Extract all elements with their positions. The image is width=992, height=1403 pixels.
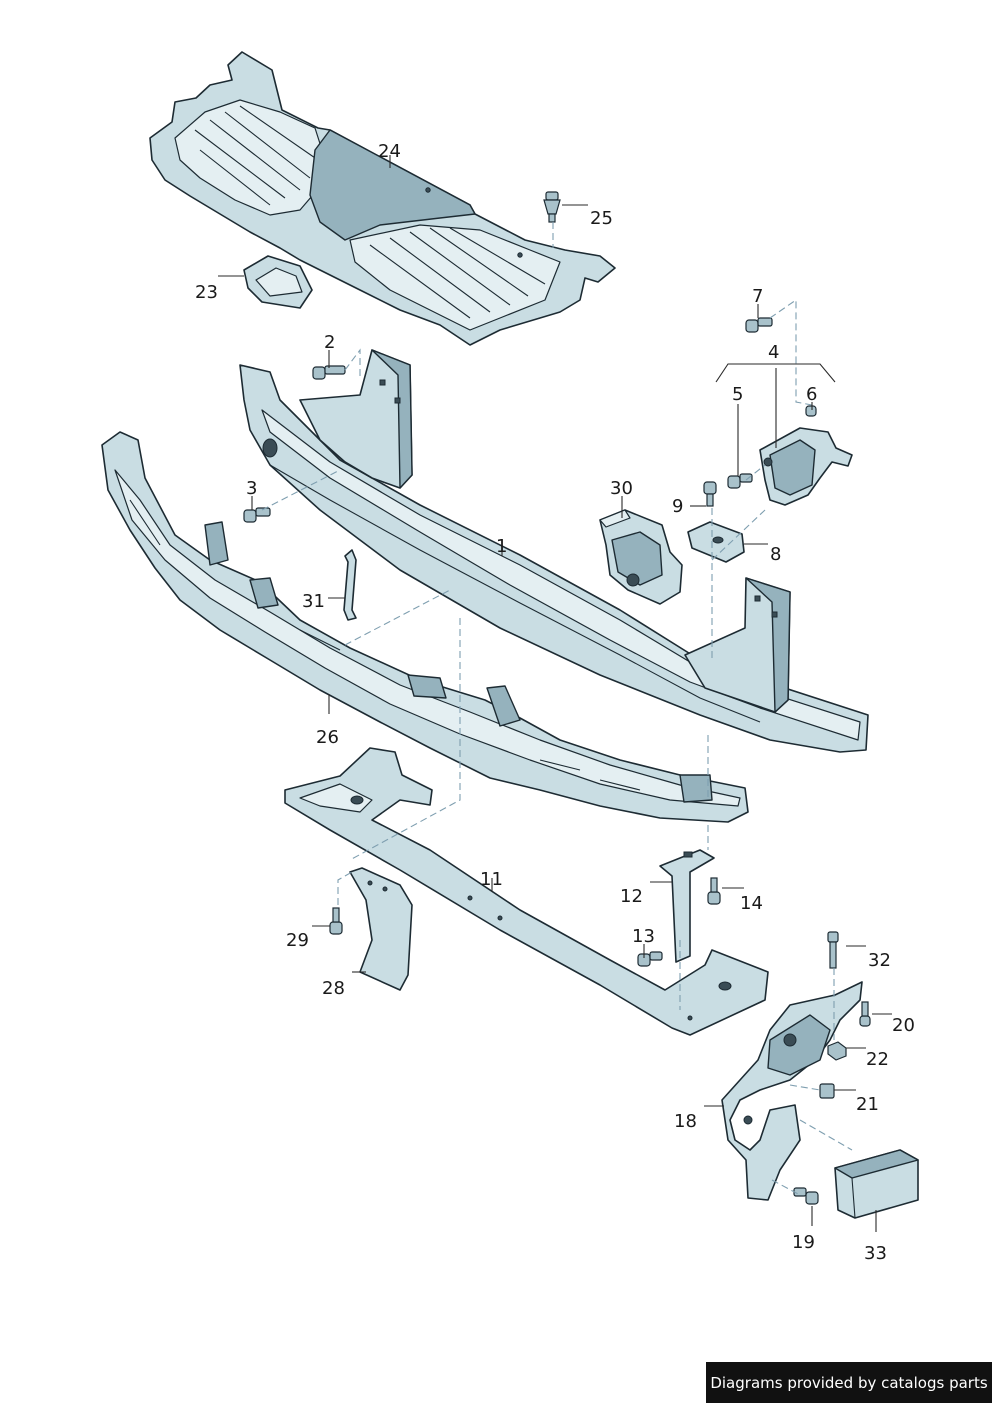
screw-32 xyxy=(827,931,839,969)
screw-3 xyxy=(243,507,271,523)
screw-2 xyxy=(312,365,346,380)
callout-14: 14 xyxy=(740,893,763,914)
callout-6: 6 xyxy=(806,384,817,405)
callout-21: 21 xyxy=(856,1094,879,1115)
part-18-side-bracket xyxy=(721,981,863,1201)
callout-22: 22 xyxy=(866,1049,889,1070)
callout-2: 2 xyxy=(324,332,335,353)
callout-31: 31 xyxy=(302,591,325,612)
callout-29: 29 xyxy=(286,930,309,951)
part-25-clip-screw xyxy=(543,191,561,223)
assembly-guide-lines xyxy=(261,222,853,1196)
screw-7 xyxy=(745,317,773,333)
part-1-bumper-crossmember xyxy=(239,349,869,753)
clip-21 xyxy=(819,1083,835,1099)
credit-banner: Diagrams provided by catalogs parts xyxy=(706,1362,992,1403)
callout-labels: 24 25 23 2 3 7 4 5 6 30 9 8 1 31 26 11 1… xyxy=(195,141,915,1264)
callout-19: 19 xyxy=(792,1232,815,1253)
part-30-holder xyxy=(599,509,683,605)
part-31-strap xyxy=(343,549,357,621)
nut-22 xyxy=(827,1041,847,1061)
callout-12: 12 xyxy=(620,886,643,907)
part-8-nut-plate xyxy=(687,521,745,563)
part-33-control-unit xyxy=(834,1149,919,1219)
callout-18: 18 xyxy=(674,1111,697,1132)
callout-7: 7 xyxy=(752,286,763,307)
part-26-energy-absorber xyxy=(101,431,749,823)
callout-20: 20 xyxy=(892,1015,915,1036)
screw-20 xyxy=(859,1001,871,1027)
callout-5: 5 xyxy=(732,384,743,405)
callout-25: 25 xyxy=(590,208,613,229)
part-4-bracket-assembly xyxy=(759,427,853,506)
callout-1: 1 xyxy=(496,536,507,557)
part-28-lower-bracket xyxy=(349,867,413,991)
callout-24: 24 xyxy=(378,141,401,162)
callout-3: 3 xyxy=(246,478,257,499)
callout-33: 33 xyxy=(864,1243,887,1264)
screw-9 xyxy=(703,481,717,507)
callout-32: 32 xyxy=(868,950,891,971)
screw-6 xyxy=(805,405,817,417)
callout-23: 23 xyxy=(195,282,218,303)
leader-lines xyxy=(218,155,892,1232)
part-24-air-guide-panel xyxy=(149,51,616,346)
callout-11: 11 xyxy=(480,869,503,890)
screw-13 xyxy=(637,951,663,967)
part-23-bracket xyxy=(243,255,313,309)
callout-30: 30 xyxy=(610,478,633,499)
screw-19 xyxy=(793,1187,819,1205)
callout-13: 13 xyxy=(632,926,655,947)
callout-8: 8 xyxy=(770,544,781,565)
callout-28: 28 xyxy=(322,978,345,999)
screw-5 xyxy=(727,473,753,489)
part-11-lower-crossmember xyxy=(284,747,769,1036)
callout-26: 26 xyxy=(316,727,339,748)
callout-4: 4 xyxy=(768,342,779,363)
screw-14 xyxy=(707,877,721,905)
fasteners xyxy=(243,317,871,1205)
part-12-vertical-bracket xyxy=(659,849,715,963)
callout-9: 9 xyxy=(672,496,683,517)
screw-29 xyxy=(329,907,343,935)
